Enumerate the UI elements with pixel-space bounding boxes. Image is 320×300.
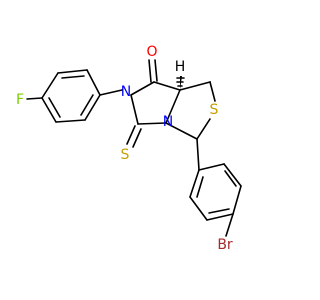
- bond-n6-c5: [130, 94, 139, 125]
- bond-fp-inner-2: [48, 97, 61, 118]
- atom-sulfur-thione: S: [121, 147, 130, 163]
- bond-c7a-c1: [179, 81, 211, 91]
- bond-fp-2: [57, 69, 88, 74]
- bond-bp-4: [206, 213, 234, 221]
- bond-s2-c3: [196, 118, 211, 140]
- bond-c3-n4: [165, 122, 198, 140]
- bond-fp-1: [86, 69, 101, 96]
- atom-nitrogen-ring: N: [163, 114, 173, 130]
- bond-c7-n6: [130, 81, 155, 96]
- atom-stereo-h: H: [175, 59, 186, 75]
- bond-c7-c7a: [153, 81, 181, 91]
- bond-fp-3: [41, 72, 59, 99]
- bond-n4-c7a: [165, 89, 181, 124]
- atom-fluorine: F: [16, 92, 24, 108]
- bond-carbonyl-b: [154, 59, 158, 82]
- bond-fp-6: [84, 94, 101, 121]
- bond-thione-a: [126, 125, 136, 145]
- bond-bp-inner-3: [196, 176, 204, 198]
- bond-fp-4: [41, 97, 57, 123]
- atom-nitrogen-amide: N: [121, 84, 131, 100]
- bond-fp-5: [55, 119, 86, 123]
- atom-oxygen: O: [146, 44, 157, 60]
- bond-c-br: [225, 213, 234, 237]
- bond-c-f: [26, 97, 43, 100]
- bond-bp-5: [189, 196, 208, 221]
- bond-bp-6: [189, 169, 200, 198]
- chemical-structure: O N N S S F Br H: [16, 44, 242, 253]
- bond-c1-s2: [209, 81, 216, 102]
- bond-bp-inner-2: [208, 208, 230, 214]
- bond-c5-n4: [137, 122, 167, 125]
- bond-thione-b: [132, 128, 142, 148]
- bond-carbonyl-a: [148, 59, 152, 83]
- bond-bp-1: [198, 163, 225, 171]
- bond-c3-aryl: [196, 138, 200, 171]
- bond-bp-2: [223, 163, 242, 187]
- atom-bromine: Br: [217, 237, 233, 253]
- bond-fp-inner-3: [80, 94, 94, 116]
- bond-bp-3: [232, 185, 242, 215]
- atom-sulfur-ring: S: [210, 102, 219, 118]
- bond-n6-aryl: [99, 89, 123, 96]
- bond-fp-inner-1: [61, 75, 85, 79]
- atom-labels: O N N S S F Br H: [16, 44, 233, 253]
- bonds: [26, 59, 242, 237]
- bond-bp-inner-1: [224, 170, 237, 187]
